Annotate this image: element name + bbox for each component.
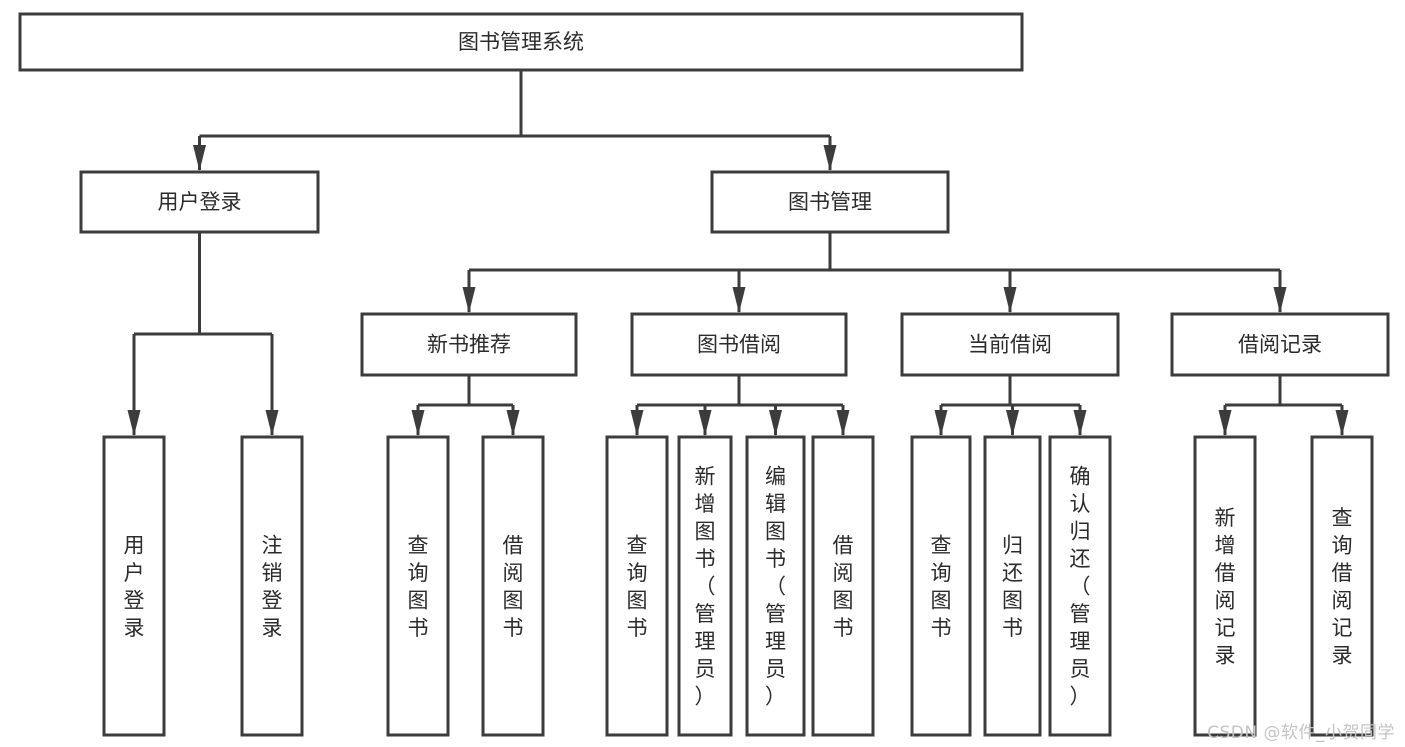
- node-book-borrow[interactable]: 图书借阅: [630, 312, 848, 377]
- node-label: 图书管理系统: [458, 30, 584, 54]
- node-new-book-recommend[interactable]: 新书推荐: [360, 312, 578, 377]
- node-borrow-book-2[interactable]: 借阅图书: [811, 435, 875, 737]
- arrow-head-icon: [823, 145, 837, 171]
- node-box: [605, 435, 669, 737]
- arrow-head-icon: [193, 145, 206, 171]
- node-box: [386, 435, 450, 737]
- node-label: 注销登录: [262, 533, 283, 640]
- node-label: 确认归还（管理员）: [1070, 465, 1091, 709]
- node-return-book[interactable]: 归还图书: [983, 435, 1042, 737]
- node-label: 查询图书: [627, 533, 648, 640]
- node-label: 当前借阅: [968, 333, 1052, 357]
- arrow-head-icon: [732, 287, 746, 313]
- node-box: [360, 312, 578, 377]
- node-label: 用户登录: [124, 533, 145, 640]
- node-add-book-admin[interactable]: 新增图书（管理员）: [677, 435, 733, 737]
- node-label: 图书管理: [788, 190, 872, 214]
- node-box: [983, 435, 1042, 737]
- node-box: [18, 12, 1024, 72]
- node-box: [1170, 312, 1390, 377]
- arrow-head-icon: [769, 410, 782, 436]
- node-edit-book-admin[interactable]: 编辑图书（管理员）: [745, 435, 806, 737]
- node-label: 新增借阅记录: [1215, 506, 1236, 668]
- node-label: 查询图书: [408, 533, 429, 640]
- node-label: 新增图书（管理员）: [695, 465, 716, 709]
- node-box: [79, 170, 320, 234]
- node-root[interactable]: 图书管理系统: [18, 12, 1024, 72]
- arrow-head-icon: [411, 410, 425, 436]
- node-query-borrow-record[interactable]: 查询借阅记录: [1310, 435, 1374, 737]
- node-label: 图书借阅: [697, 333, 781, 357]
- arrow-head-icon: [127, 410, 141, 436]
- node-label: 新书推荐: [427, 333, 511, 357]
- node-box: [745, 435, 806, 737]
- arrow-head-icon: [506, 410, 520, 436]
- node-label: 借阅图书: [833, 533, 854, 640]
- arrow-head-icon: [1335, 410, 1349, 436]
- arrow-head-icon: [265, 410, 279, 436]
- node-box: [710, 170, 950, 234]
- arrow-head-icon: [1218, 410, 1232, 436]
- watermark-text: CSDN @软件_小贺同学: [1207, 723, 1395, 743]
- arrow-head-icon: [1073, 410, 1087, 436]
- node-box: [677, 435, 733, 737]
- node-label: 借阅图书: [503, 533, 524, 640]
- arrow-head-icon: [836, 410, 850, 436]
- node-box: [102, 435, 166, 737]
- node-label: 编辑图书（管理员）: [765, 465, 786, 709]
- node-current-borrow[interactable]: 当前借阅: [900, 312, 1120, 377]
- node-box: [900, 312, 1120, 377]
- node-borrow-book-1[interactable]: 借阅图书: [481, 435, 545, 737]
- node-box: [630, 312, 848, 377]
- node-box: [811, 435, 875, 737]
- node-add-borrow-record[interactable]: 新增借阅记录: [1193, 435, 1257, 737]
- nodes-layer: 图书管理系统用户登录用户登录注销登录图书管理新书推荐查询图书借阅图书图书借阅查询…: [18, 12, 1390, 737]
- arrow-head-icon: [1003, 287, 1017, 313]
- arrow-head-icon: [462, 287, 476, 313]
- node-label: 借阅记录: [1238, 333, 1322, 357]
- node-book-manage[interactable]: 图书管理: [710, 170, 950, 234]
- node-user-login[interactable]: 用户登录: [79, 170, 320, 234]
- node-box: [1193, 435, 1257, 737]
- node-query-book-2[interactable]: 查询图书: [605, 435, 669, 737]
- node-box: [240, 435, 304, 737]
- node-borrow-record[interactable]: 借阅记录: [1170, 312, 1390, 377]
- node-label: 查询借阅记录: [1332, 506, 1353, 668]
- node-confirm-return-admin[interactable]: 确认归还（管理员）: [1048, 435, 1112, 737]
- node-label: 查询图书: [931, 533, 952, 640]
- node-box: [481, 435, 545, 737]
- connectors-layer: [127, 70, 1349, 436]
- arrow-head-icon: [698, 410, 712, 436]
- node-user-logout[interactable]: 注销登录: [240, 435, 304, 737]
- arrow-head-icon: [1006, 410, 1019, 436]
- node-query-book-1[interactable]: 查询图书: [386, 435, 450, 737]
- node-box: [910, 435, 972, 737]
- node-user-login-do[interactable]: 用户登录: [102, 435, 166, 737]
- node-box: [1310, 435, 1374, 737]
- arrow-head-icon: [934, 410, 948, 436]
- arrow-head-icon: [1273, 287, 1287, 313]
- node-box: [1048, 435, 1112, 737]
- node-label: 用户登录: [158, 190, 242, 214]
- arrow-head-icon: [630, 410, 644, 436]
- node-query-book-3[interactable]: 查询图书: [910, 435, 972, 737]
- node-label: 归还图书: [1002, 533, 1023, 640]
